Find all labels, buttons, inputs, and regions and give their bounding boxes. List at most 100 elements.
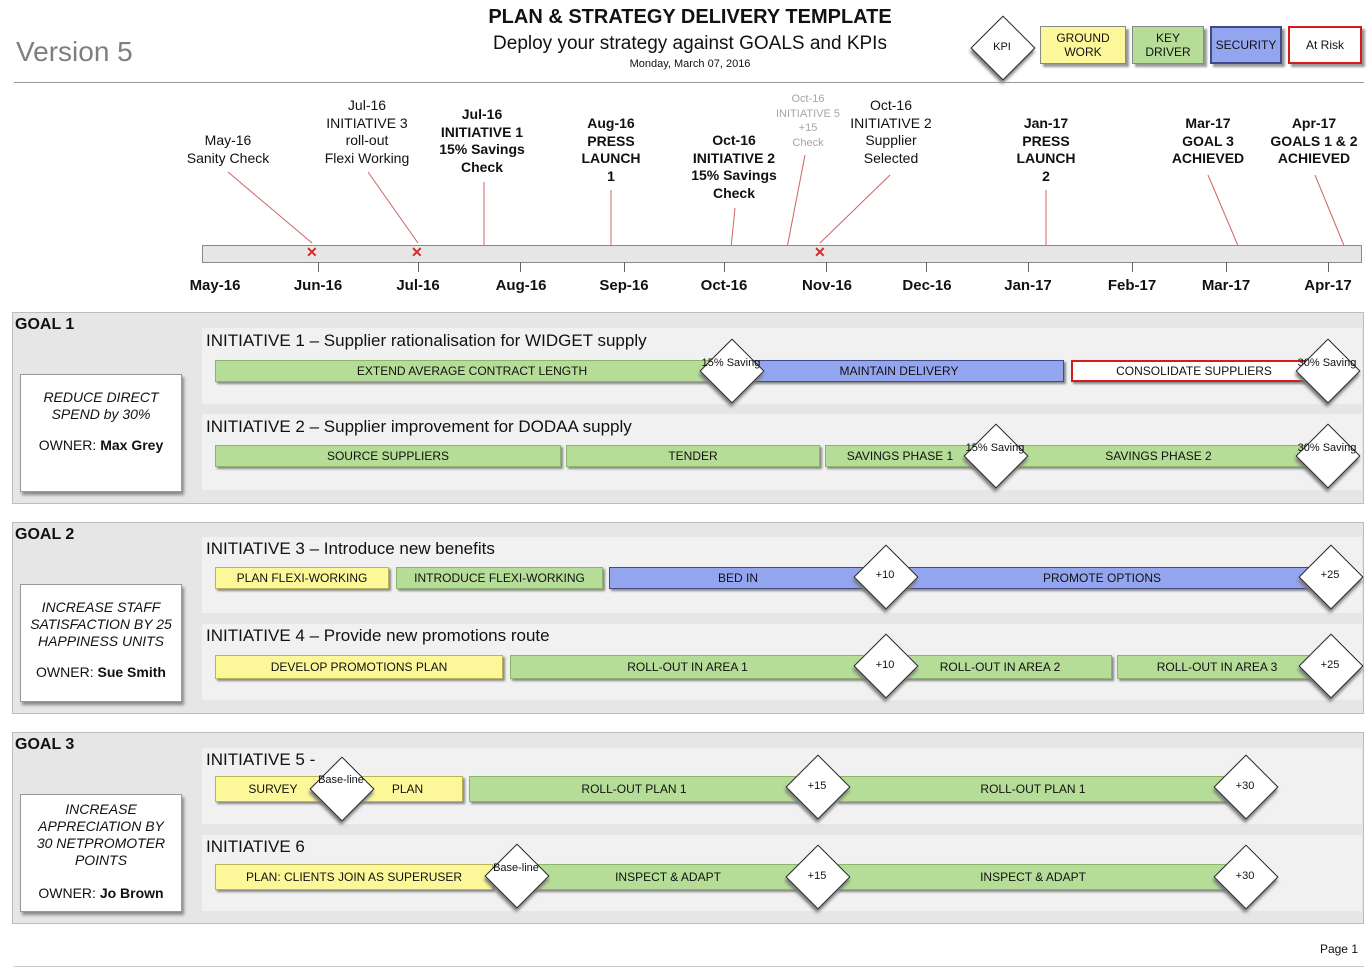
month-label: Mar-17 (1201, 277, 1251, 294)
milestone-line: Selected (863, 149, 919, 166)
milestone-line: GOALS 1 & 2 (1270, 132, 1358, 149)
legend-kpi-label: KPI (993, 41, 1011, 53)
milestone-line: Supplier (865, 132, 917, 148)
goal-card: REDUCE DIRECT SPEND by 30% OWNER: Max Gr… (20, 374, 182, 492)
goal-title: GOAL 2 (15, 526, 75, 543)
task-bar[interactable]: ROLL-OUT IN AREA 3 (1117, 655, 1317, 679)
task-bar[interactable]: DEVELOP PROMOTIONS PLAN (215, 655, 503, 679)
milestone-line: May-16 (204, 132, 252, 148)
milestone-line: ACHIEVED (1277, 150, 1351, 166)
timeline-tick (624, 262, 625, 272)
milestone-line: Check (792, 136, 824, 149)
task-bar[interactable]: INTRODUCE FLEXI-WORKING (396, 567, 603, 589)
goal-description: REDUCE DIRECT SPEND by 30% (43, 389, 159, 422)
page-title: PLAN & STRATEGY DELIVERY TEMPLATE (488, 6, 892, 28)
milestone-line: LAUNCH (581, 150, 641, 166)
kpi-label: +25 (1320, 569, 1340, 581)
milestone-line: Sanity Check (186, 149, 270, 166)
milestone-line: LAUNCH (1016, 150, 1076, 166)
owner-label: OWNER: (38, 885, 96, 901)
goal-title: GOAL 3 (15, 736, 75, 753)
kpi-label: +25 (1320, 659, 1340, 671)
task-bar[interactable]: SOURCE SUPPLIERS (215, 445, 561, 467)
milestone-line: Mar-17 (1185, 115, 1231, 131)
month-label: Jan-17 (1004, 277, 1052, 294)
month-label: May-16 (189, 277, 241, 294)
task-bar[interactable]: MAINTAIN DELIVERY (734, 360, 1064, 382)
footer-divider (14, 966, 1364, 967)
milestone-x-marker: ✕ (814, 244, 826, 260)
milestone-line: Oct-16 (791, 93, 825, 105)
milestone-line: Check (712, 184, 756, 201)
task-bar[interactable]: PLAN: CLIENTS JOIN AS SUPERUSER (215, 864, 493, 890)
milestone-line: +15 (798, 122, 818, 134)
task-bar[interactable]: INSPECT & ADAPT (836, 864, 1230, 890)
milestone-label: Aug-16 PRESS LAUNCH 1 (551, 115, 671, 185)
goal-owner: OWNER: Sue Smith (21, 664, 181, 680)
month-label: Sep-16 (599, 277, 649, 294)
milestone-x-marker: ✕ (411, 244, 423, 260)
milestone-label: Jan-17 PRESS LAUNCH 2 (986, 115, 1106, 185)
milestone-line: 15% Savings (439, 141, 525, 157)
milestone-line: Jan-17 (1023, 115, 1069, 131)
legend-at-risk: At Risk (1288, 26, 1362, 64)
task-bar[interactable]: EXTEND AVERAGE CONTRACT LENGTH (215, 360, 729, 382)
month-label: Dec-16 (902, 277, 952, 294)
initiative-title: INITIATIVE 3 – Introduce new benefits (206, 539, 495, 558)
milestone-line: Jul-16 (347, 97, 387, 113)
milestone-label: Oct-16 INITIATIVE 2 Supplier Selected (831, 97, 951, 167)
task-bar[interactable]: PROMOTE OPTIONS (886, 567, 1318, 589)
kpi-label: +15 (807, 870, 827, 882)
month-label: Oct-16 (700, 277, 748, 294)
goal-owner: OWNER: Max Grey (21, 437, 181, 453)
task-bar[interactable]: BED IN (609, 567, 867, 589)
timeline-bar (202, 245, 1362, 263)
task-bar[interactable]: ROLL-OUT IN AREA 1 (510, 655, 865, 679)
milestone-label: Oct-16 INITIATIVE 5 +15 Check (748, 92, 868, 150)
milestone-line: PRESS (587, 132, 635, 149)
goal-owner: OWNER: Jo Brown (21, 885, 181, 901)
initiative-title: INITIATIVE 5 - (206, 750, 316, 769)
initiative-title: INITIATIVE 4 – Provide new promotions ro… (206, 626, 550, 645)
milestone-line: 2 (1042, 167, 1050, 184)
month-label: Jun-16 (293, 277, 343, 294)
legend-ground-work: GROUND WORK (1040, 26, 1126, 64)
task-bar[interactable]: PLAN FLEXI-WORKING (215, 567, 389, 589)
milestone-line: INITIATIVE 3 (326, 114, 408, 131)
milestone-line: ACHIEVED (1171, 150, 1245, 166)
kpi-label: +10 (875, 659, 895, 671)
task-bar[interactable]: ROLL-OUT PLAN 1 (836, 776, 1230, 802)
timeline-tick (724, 262, 725, 272)
timeline-tick (1226, 262, 1227, 272)
task-bar-at-risk[interactable]: CONSOLIDATE SUPPLIERS (1071, 360, 1317, 382)
month-label: Aug-16 (495, 277, 547, 294)
kpi-label: 30% Saving (1297, 442, 1357, 454)
task-bar[interactable]: SAVINGS PHASE 1 (825, 445, 975, 467)
milestone-line: Oct-16 (712, 132, 756, 148)
timeline-tick (418, 262, 419, 272)
milestone-line: INITIATIVE 5 (776, 107, 840, 120)
task-bar[interactable]: TENDER (566, 445, 820, 467)
task-bar[interactable]: ROLL-OUT PLAN 1 (469, 776, 799, 802)
task-bar[interactable]: SAVINGS PHASE 2 (1000, 445, 1317, 467)
month-label: Nov-16 (801, 277, 853, 294)
legend-key-driver: KEY DRIVER (1132, 26, 1204, 64)
kpi-label: +10 (875, 569, 895, 581)
milestone-line: INITIATIVE 2 (850, 114, 932, 131)
page-number: Page 1 (1319, 942, 1358, 956)
page-subtitle: Deploy your strategy against GOALS and K… (493, 33, 887, 54)
owner-name: Sue Smith (97, 664, 166, 680)
initiative-title: INITIATIVE 6 (206, 837, 305, 856)
kpi-label: +30 (1235, 870, 1255, 882)
owner-name: Max Grey (100, 437, 164, 453)
initiative-title: INITIATIVE 1 – Supplier rationalisation … (206, 331, 647, 350)
milestone-line: 1 (607, 167, 615, 184)
task-bar[interactable]: ROLL-OUT IN AREA 2 (888, 655, 1112, 679)
owner-label: OWNER: (38, 437, 97, 453)
milestone-label: May-16 Sanity Check (168, 132, 288, 167)
task-bar[interactable]: INSPECT & ADAPT (518, 864, 818, 890)
milestone-line: Flexi Working (324, 149, 410, 166)
kpi-label: Base-line (493, 862, 539, 874)
milestone-line: GOAL 3 (1182, 132, 1234, 149)
timeline-tick (1028, 262, 1029, 272)
